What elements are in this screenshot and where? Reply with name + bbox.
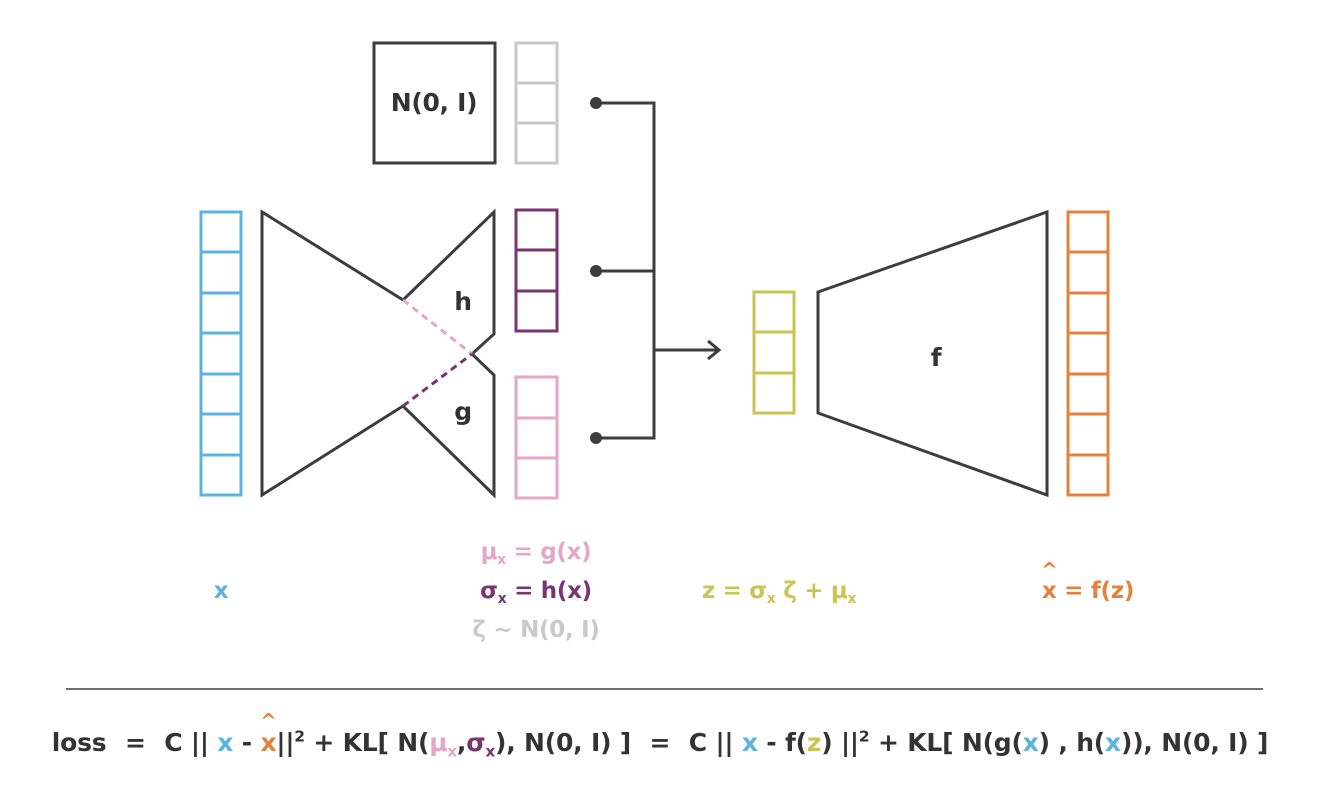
zeta-label: ζ ~ N(0, I) [472,617,600,643]
prior-box-label: N(0, I) [390,88,478,117]
loss-z: z [806,728,822,757]
connector-dot [590,265,602,277]
mu-vector [514,375,559,500]
loss-f-open: f( [784,728,807,757]
sigma-subscript: x [497,590,507,607]
loss-minus: - [241,728,252,757]
loss-sigma: σ [466,728,486,757]
loss-kl2-close: )), N(0, I) ] [1120,728,1269,757]
loss-word: loss [51,728,107,757]
mu-label: μx = g(x) [480,538,592,568]
sigma-symbol: σ [480,578,498,604]
zeta-vector [514,41,559,165]
sampling-connectors [596,101,722,440]
sigma-definition: = h(x) [506,578,592,604]
sigma-label: σx = h(x) [480,577,592,607]
xhat-x: x [1041,578,1057,604]
mu-subscript: x [497,551,506,568]
x-label: x [213,578,229,604]
loss-mu-sub: x [447,742,457,761]
loss-mu: μ [429,728,448,757]
encoder-g-dashed [402,352,473,408]
loss-equals-2: = [649,728,671,757]
sigma-vector [514,208,559,333]
input-x-vector [199,210,243,497]
loss-c-norm: C || [164,728,209,757]
loss-xhat: x [260,728,277,757]
z-sub1: x [766,590,776,607]
prior-distribution-box [372,41,497,165]
loss-x-2: x [741,728,758,757]
loss-plus-2: + [877,728,899,757]
connector-dot [590,432,602,444]
xhat-label: x^ = f(z) [1041,560,1135,605]
loss-kl2-open: KL[ N(g( [907,728,1023,757]
loss-c-norm-2: C || [688,728,734,757]
xhat-caret: ^ [1040,558,1058,582]
encoder-g-label: g [454,397,472,426]
loss-comma: , [456,728,467,757]
z-vector [752,290,796,415]
z-label: z = σx ζ + μx [701,577,857,607]
encoder-shape [260,208,496,499]
loss-kl2-mid: ) , h( [1038,728,1106,757]
loss-x-4: x [1105,728,1121,757]
loss-kl-open: KL[ N( [342,728,430,757]
loss-square-2: 2 [858,727,870,746]
mu-symbol: μ [480,539,498,565]
loss-minus-2: - [766,728,777,757]
loss-plus: + [313,728,335,757]
z-pre: z = σ [701,578,767,604]
loss-equation: loss = C || x - x^||2 + KL[ N(μx,σx), N(… [51,711,1269,761]
decoder-shape [816,209,1049,498]
loss-norm-close: || [276,728,295,757]
loss-sigma-sub: x [485,742,496,761]
encoder-h-label: h [454,287,472,316]
encoder-h-dashed [402,298,473,356]
loss-xhat-caret: ^ [260,709,277,733]
xhat-definition: = f(z) [1056,578,1135,604]
loss-kl-close: ), N(0, I) ] [494,728,632,757]
mu-definition: = g(x) [505,539,592,565]
loss-x-3: x [1022,728,1039,757]
loss-square: 2 [294,727,305,746]
decoder-f-label: f [930,343,942,372]
connector-dot [590,97,602,109]
z-mid: ζ + μ [775,578,848,604]
z-sub2: x [847,590,857,607]
loss-f-close: ) || [821,728,859,757]
loss-equals: = [124,728,146,757]
output-xhat-vector [1066,210,1110,497]
loss-x: x [217,728,234,757]
